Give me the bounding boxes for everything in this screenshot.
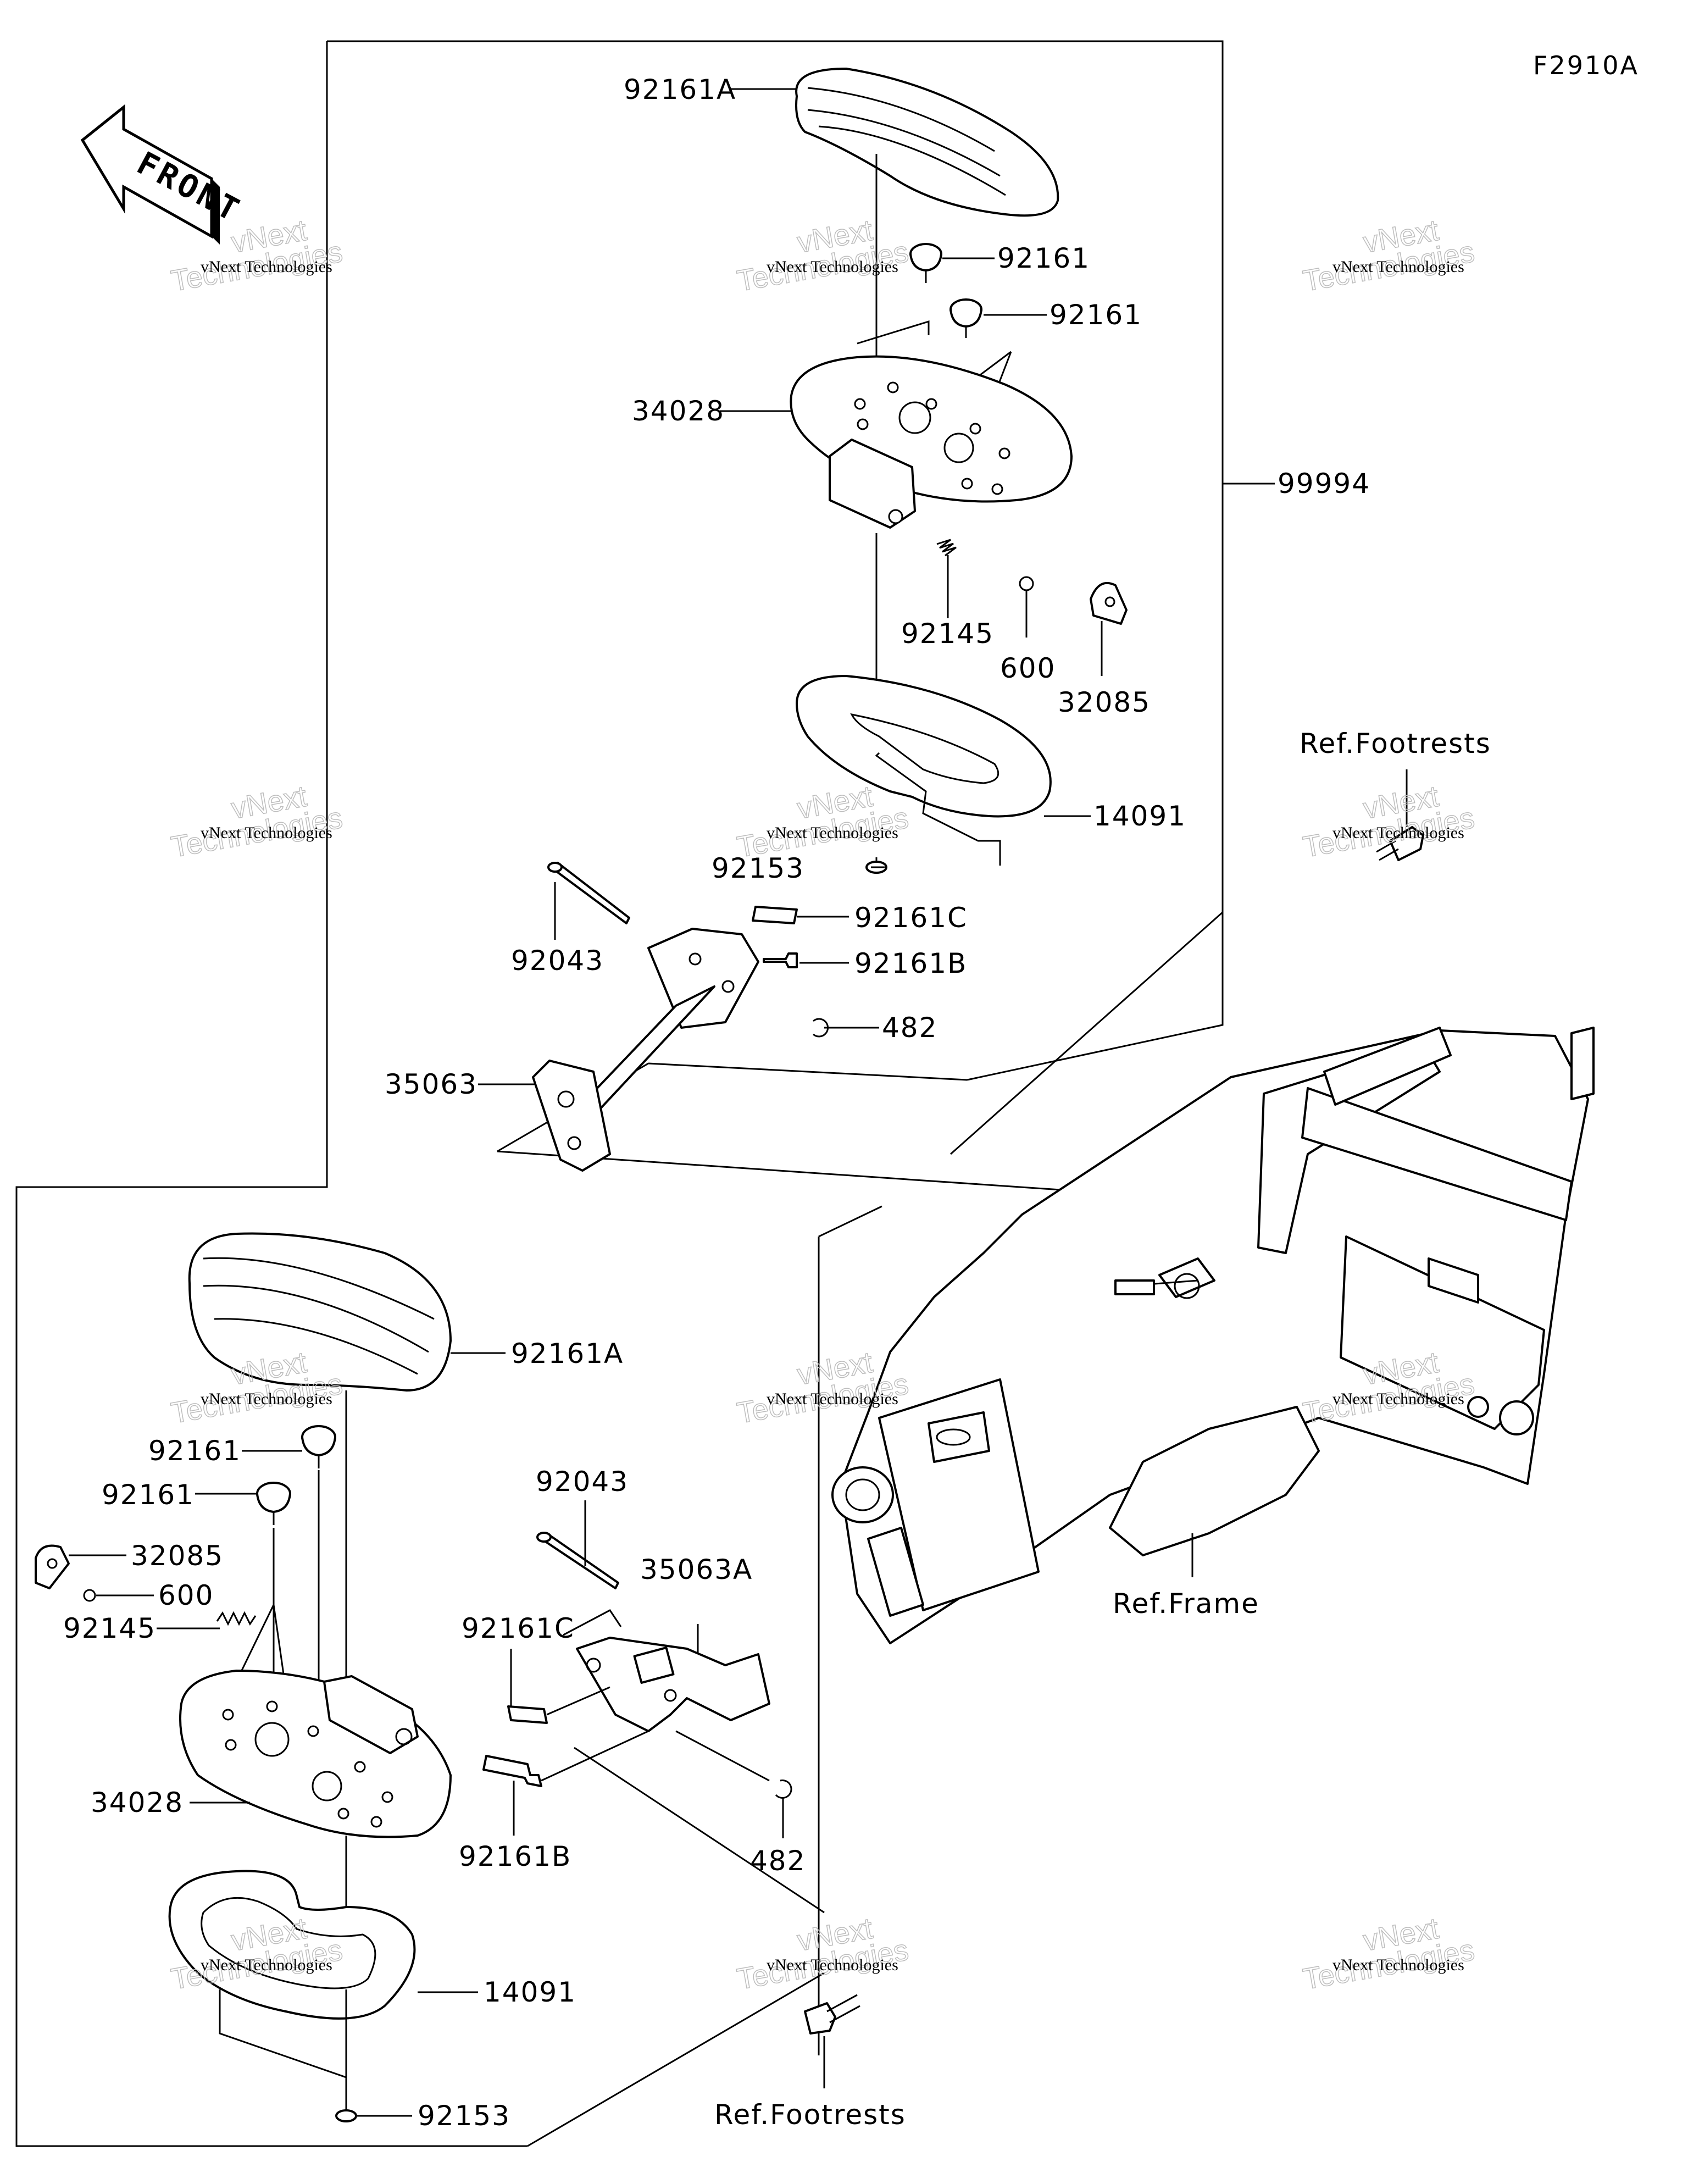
label-top-32085: 32085 bbox=[1058, 686, 1151, 718]
svg-text:vNext Technologies: vNext Technologies bbox=[1332, 1956, 1464, 1974]
svg-text:vNext Technologies: vNext Technologies bbox=[201, 258, 332, 276]
watermark: Technologies vNext vNext Technologies bbox=[734, 1911, 911, 1997]
svg-text:vNext Technologies: vNext Technologies bbox=[1332, 258, 1464, 276]
label-top-92153: 92153 bbox=[712, 852, 804, 884]
top-footrest-bracket bbox=[532, 928, 759, 1172]
label-bottom-34028: 34028 bbox=[91, 1787, 184, 1819]
bottom-footrest-bracket bbox=[576, 1637, 770, 1732]
top-steel-ball bbox=[1019, 576, 1034, 591]
bottom-footrest-bolt bbox=[804, 1994, 860, 2035]
label-top-99994: 99994 bbox=[1278, 468, 1370, 500]
label-top-14091: 14091 bbox=[1093, 800, 1186, 832]
label-ref-footrests-right: Ref.Footrests bbox=[1300, 728, 1491, 760]
right-footrest-bolt bbox=[1376, 826, 1424, 861]
top-assembly-outline bbox=[327, 40, 1224, 1081]
svg-text:vNext Technologies: vNext Technologies bbox=[201, 824, 332, 842]
top-footboard-cover bbox=[796, 675, 1052, 818]
label-top-92161-b: 92161 bbox=[1050, 299, 1142, 331]
label-bottom-32085: 32085 bbox=[131, 1540, 224, 1572]
bottom-pin bbox=[536, 1532, 619, 1589]
label-bottom-92161B: 92161B bbox=[459, 1841, 571, 1872]
watermark: Technologies vNext vNext Technologies bbox=[168, 779, 345, 864]
label-top-482: 482 bbox=[882, 1012, 937, 1044]
label-bottom-92161C: 92161C bbox=[462, 1612, 575, 1644]
label-top-92145: 92145 bbox=[901, 618, 994, 650]
label-bottom-92043: 92043 bbox=[536, 1466, 629, 1498]
label-top-600: 600 bbox=[1000, 652, 1056, 684]
top-rubber-grommet-b bbox=[949, 298, 982, 338]
bottom-steel-ball bbox=[83, 1589, 96, 1602]
label-top-92161C: 92161C bbox=[854, 902, 968, 934]
bottom-rubber-pad bbox=[188, 1232, 452, 1392]
svg-text:vNext Technologies: vNext Technologies bbox=[767, 258, 898, 276]
watermark-group: Technologies vNext vNext Technologies Te… bbox=[168, 213, 1477, 1997]
bottom-rubber-grommet-b bbox=[256, 1482, 291, 1525]
vehicle-frame bbox=[831, 1027, 1595, 1644]
svg-text:vNext Technologies: vNext Technologies bbox=[767, 1956, 898, 1974]
svg-text:vNext Technologies: vNext Technologies bbox=[767, 1390, 898, 1408]
svg-text:vNext Technologies: vNext Technologies bbox=[201, 1956, 332, 1974]
label-top-34028: 34028 bbox=[632, 395, 725, 427]
label-bottom-482: 482 bbox=[750, 1845, 806, 1877]
bottom-spring bbox=[216, 1611, 257, 1626]
svg-text:vNext Technologies: vNext Technologies bbox=[201, 1390, 332, 1408]
watermark: Technologies vNext vNext Technologies bbox=[1300, 1911, 1477, 1997]
label-bottom-35063A: 35063A bbox=[640, 1554, 753, 1586]
bottom-footboard-plate bbox=[179, 1670, 452, 1838]
leader-top-cover-fasteners bbox=[875, 752, 1001, 866]
top-rubber-pad bbox=[795, 68, 1059, 217]
label-top-92161A: 92161A bbox=[624, 74, 736, 106]
label-top-92043: 92043 bbox=[511, 945, 604, 977]
label-top-35063: 35063 bbox=[385, 1068, 477, 1100]
diagram-code: F2910A bbox=[1533, 51, 1639, 80]
label-top-92161B: 92161B bbox=[854, 947, 967, 979]
label-ref-frame: Ref.Frame bbox=[1113, 1588, 1259, 1620]
watermark: Technologies vNext vNext Technologies bbox=[734, 213, 911, 298]
bottom-rubber-pad-small bbox=[507, 1705, 548, 1724]
label-bottom-92153: 92153 bbox=[418, 2100, 510, 2132]
top-spring bbox=[936, 539, 957, 557]
bottom-assembly-outline bbox=[15, 41, 528, 2147]
bottom-rubber-grommet-a bbox=[301, 1425, 336, 1468]
label-bottom-92145: 92145 bbox=[63, 1612, 156, 1644]
svg-text:vNext Technologies: vNext Technologies bbox=[1332, 824, 1464, 842]
top-footboard-plate bbox=[790, 355, 1073, 529]
svg-text:vNext Technologies: vNext Technologies bbox=[767, 824, 898, 842]
label-bottom-92161-a: 92161 bbox=[148, 1435, 241, 1467]
label-bottom-600: 600 bbox=[158, 1579, 214, 1611]
label-ref-footrests-bottom: Ref.Footrests bbox=[714, 2099, 906, 2131]
top-screw bbox=[865, 857, 887, 874]
label-bottom-14091: 14091 bbox=[484, 1976, 576, 2008]
label-bottom-92161A: 92161A bbox=[511, 1338, 624, 1370]
top-bracket-plate bbox=[1090, 582, 1128, 625]
front-direction-arrow: FRONT bbox=[80, 104, 248, 245]
top-rubber-grommet-a bbox=[909, 243, 942, 283]
watermark: Technologies vNext vNext Technologies bbox=[1300, 213, 1477, 298]
top-rubber-pad-small bbox=[752, 906, 798, 924]
bottom-circlip bbox=[775, 1780, 792, 1799]
top-pin bbox=[547, 862, 630, 924]
bottom-stopper-bolt bbox=[482, 1755, 542, 1787]
bottom-bracket-plate bbox=[35, 1544, 70, 1589]
label-top-92161-a: 92161 bbox=[997, 242, 1090, 274]
svg-text:vNext Technologies: vNext Technologies bbox=[1332, 1390, 1464, 1408]
bottom-footboard-cover bbox=[168, 1870, 416, 2020]
top-stopper-bolt bbox=[763, 952, 798, 968]
bottom-screw bbox=[335, 2106, 357, 2122]
label-bottom-92161-b: 92161 bbox=[102, 1479, 195, 1511]
